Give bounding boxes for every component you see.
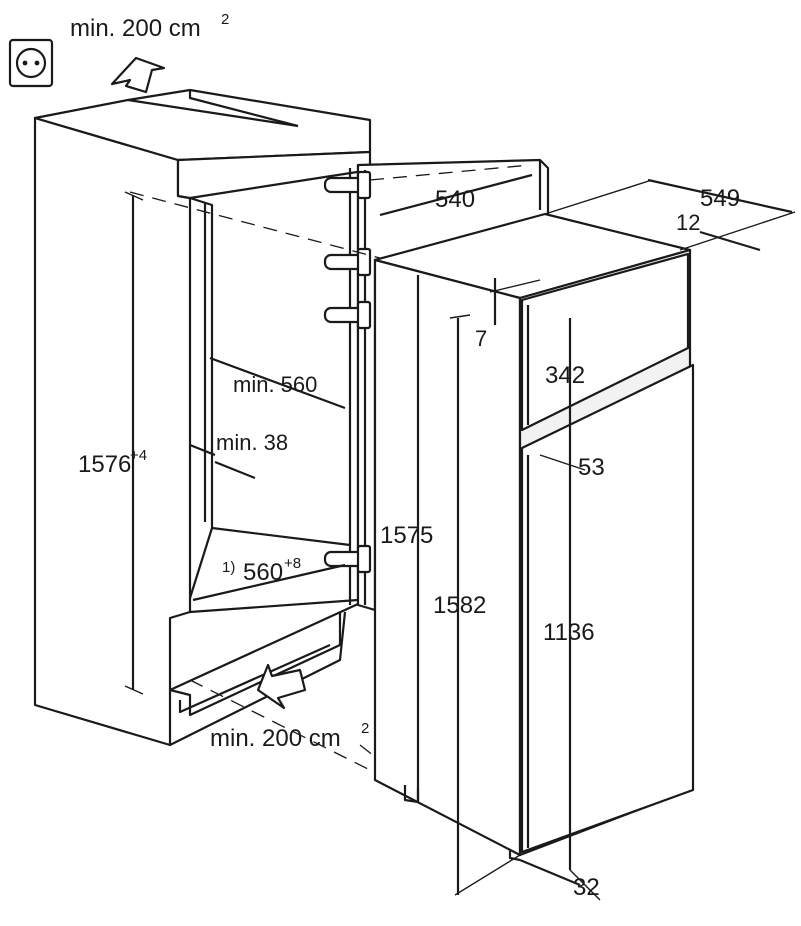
hinge-top: [323, 170, 372, 200]
dimension-labels: 1576 +4 min. 560 min. 38 1) 560 +8 540 5…: [78, 185, 740, 901]
top-ventilation-label: min. 200 cm 2: [70, 11, 229, 42]
airflow-up-arrow-icon: [110, 56, 166, 94]
airflow-in-arrow-icon: [256, 663, 307, 710]
cabinet-niche: [33, 88, 550, 747]
niche-width-label: 1) 560 +8: [222, 555, 301, 586]
total-depth-label: 549: [700, 185, 740, 212]
top-ventilation-sup: 2: [221, 11, 229, 28]
top-ventilation-text: min. 200 cm: [70, 15, 201, 42]
hinge-lower: [323, 300, 372, 330]
bottom-offset-label: 32: [573, 874, 600, 901]
door-depth-label: 540: [435, 186, 475, 213]
power-socket-icon: [8, 38, 54, 88]
niche-width-note: 1): [222, 559, 235, 576]
dimension-lines: [124, 173, 796, 901]
niche-width-tolerance: +8: [284, 555, 301, 572]
niche-depth-label: min. 560: [233, 372, 317, 397]
bottom-ventilation-label: min. 200 cm 2: [210, 720, 369, 752]
body-height-label: 1575: [380, 522, 433, 549]
niche-height-tolerance: +4: [130, 447, 147, 464]
appliance-body: [373, 212, 695, 862]
hinge-middle: [323, 247, 372, 277]
bottom-ventilation-text: min. 200 cm: [210, 725, 341, 752]
top-gap-label: 7: [475, 326, 487, 351]
fridge-door-label: 1136: [543, 619, 595, 646]
total-height-label: 1582: [433, 592, 486, 619]
freezer-door-label: 342: [545, 362, 585, 389]
niche-height-value: 1576: [78, 451, 131, 478]
bottom-ventilation-sup: 2: [361, 720, 369, 737]
niche-height-label: 1576 +4: [78, 447, 147, 478]
hinge-bottom: [323, 544, 372, 574]
hinge-group: [323, 170, 372, 574]
side-gap-label: min. 38: [216, 430, 288, 455]
door-gap-label: 53: [578, 454, 605, 481]
niche-width-value: 560: [243, 559, 283, 586]
top-offset-label: 12: [676, 210, 700, 235]
